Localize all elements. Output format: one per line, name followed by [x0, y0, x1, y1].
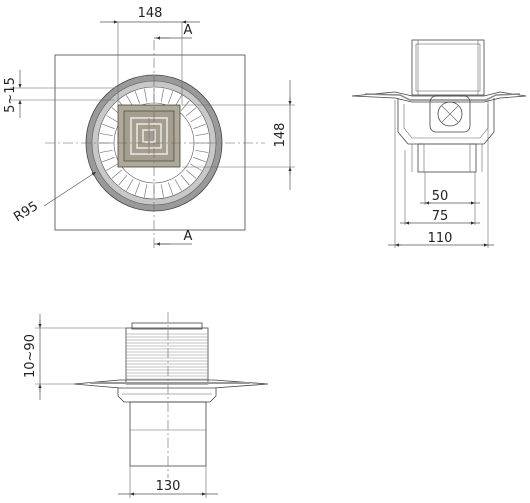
rib-line	[106, 163, 118, 171]
rib-line	[160, 184, 164, 198]
rib-line	[190, 115, 202, 123]
section-mark-bottom: A	[184, 229, 193, 244]
rib-line	[168, 91, 174, 104]
dim-height-148: 148	[273, 123, 288, 148]
rib-line	[102, 157, 115, 163]
rib-line	[144, 88, 148, 102]
top-view: 148 A A 5~15 148 R95	[3, 6, 295, 248]
rib-line	[144, 184, 148, 198]
dim-inner-50: 50	[432, 189, 449, 204]
rib-line	[185, 169, 197, 179]
rib-line	[160, 88, 164, 102]
rib-line	[174, 179, 182, 191]
rib-line	[106, 115, 118, 123]
flange-square	[54, 54, 246, 231]
rib-line	[102, 123, 115, 129]
rib-line	[185, 107, 197, 117]
rib-line	[134, 182, 140, 195]
trap-float	[437, 101, 463, 127]
rib-line	[168, 182, 174, 195]
rib-line	[126, 179, 134, 191]
rib-line	[195, 149, 209, 153]
dim-mid-75: 75	[432, 209, 449, 224]
rib-line	[111, 169, 123, 179]
side-view: 10~90 130	[23, 312, 269, 498]
rib-line	[99, 133, 113, 137]
section-view: 50 75 110	[351, 39, 527, 248]
rib-line	[195, 133, 209, 137]
dim-radius-r95: R95	[11, 199, 41, 225]
dim-width-148: 148	[138, 6, 163, 21]
dim-range-5-15: 5~15	[3, 77, 18, 113]
body-ribs	[126, 333, 208, 380]
rib-line	[193, 157, 206, 163]
rib-line	[134, 91, 140, 104]
dim-outer-110: 110	[428, 231, 453, 246]
rib-line	[180, 174, 190, 186]
rib-line	[99, 149, 113, 153]
rib-line	[180, 100, 190, 112]
section-mark-top: A	[184, 23, 193, 38]
rib-line	[193, 123, 206, 129]
rib-line	[118, 174, 128, 186]
dim-outlet-130: 130	[156, 479, 181, 494]
dim-height-10-90: 10~90	[23, 334, 38, 378]
